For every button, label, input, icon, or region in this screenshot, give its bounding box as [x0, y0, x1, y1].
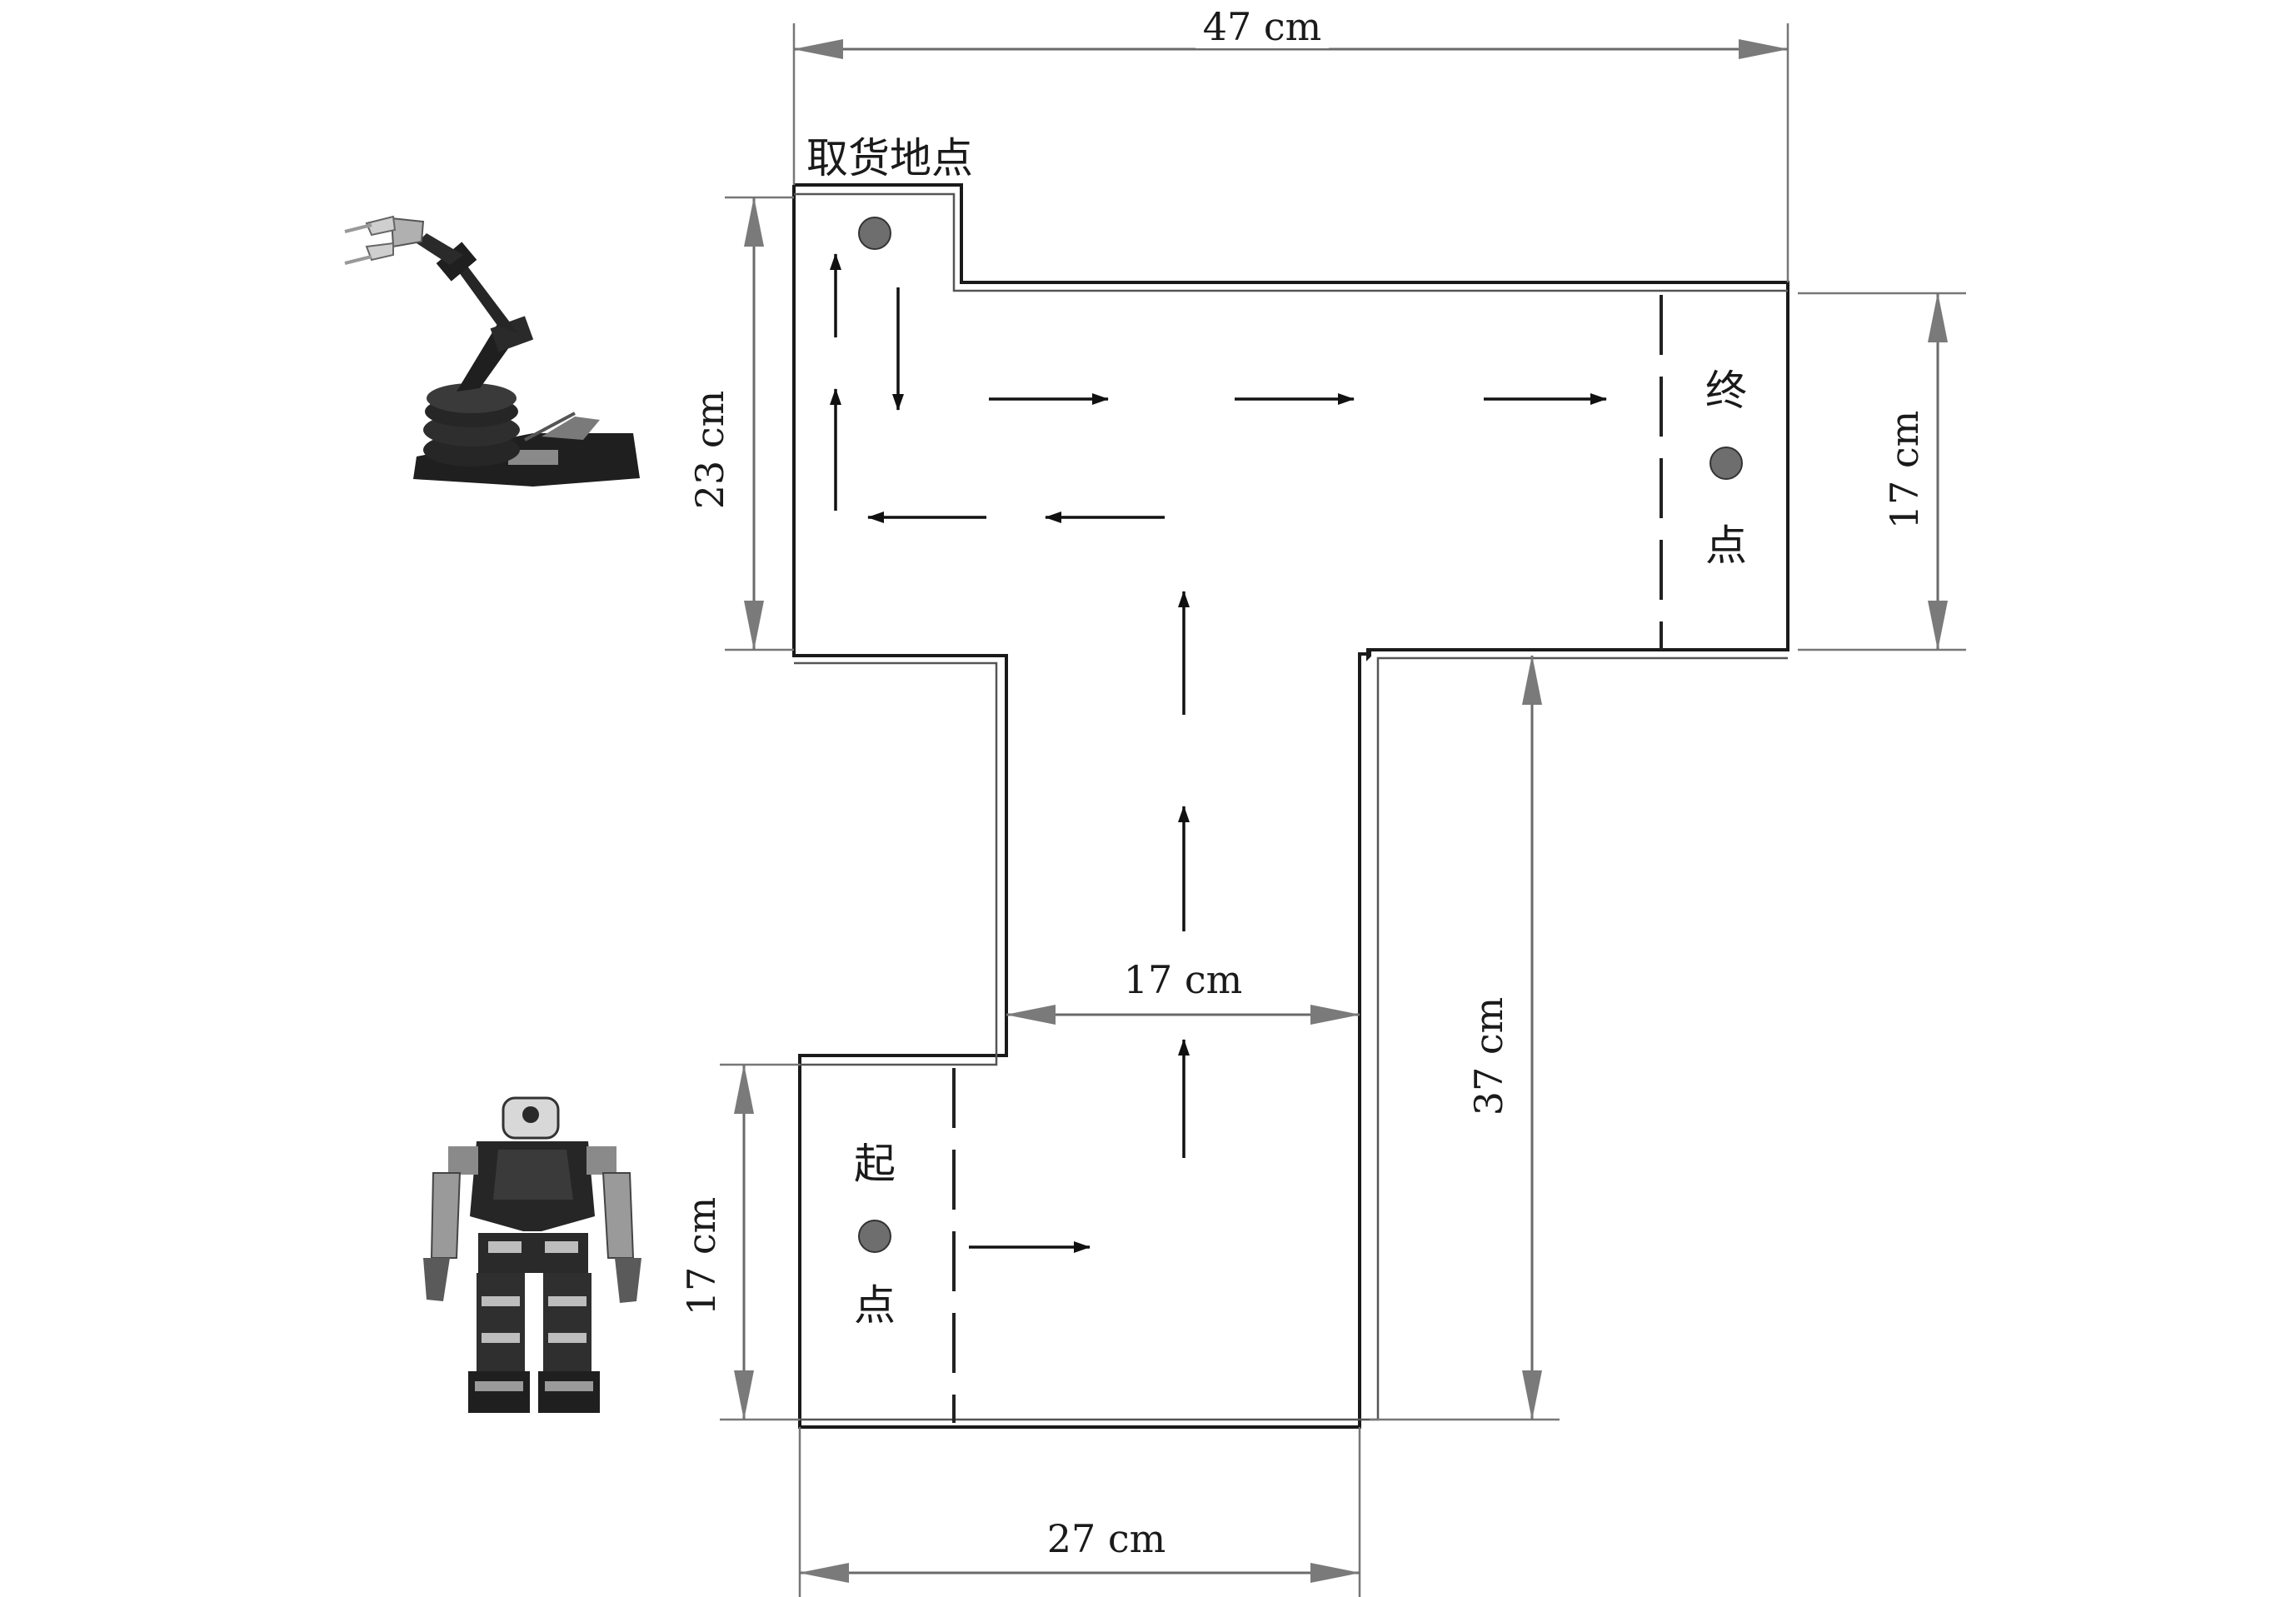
pickup-label: 取货地点	[806, 134, 973, 182]
start-label-top: 起	[854, 1140, 896, 1188]
start-label-bottom: 点	[854, 1281, 896, 1330]
dimension-label-right: 17 cm	[1882, 411, 1927, 530]
pickup-marker	[858, 217, 891, 250]
dimension-label-middle: 17 cm	[1124, 957, 1243, 1002]
dimension-label-left: 23 cm	[687, 391, 732, 510]
end-marker	[1710, 447, 1743, 480]
dimension-label-right-lower: 37 cm	[1466, 997, 1511, 1116]
dimension-label-top: 47 cm	[1203, 4, 1322, 49]
end-label-top: 终	[1705, 367, 1747, 415]
track-inner-wall-3	[800, 656, 1788, 1421]
start-marker	[858, 1220, 891, 1253]
humanoid-robot-icon	[423, 1096, 641, 1413]
track-outer-wall	[792, 183, 1789, 1429]
robot-arm-icon	[344, 215, 640, 487]
track-inner-wall-2	[794, 661, 998, 1066]
dimension-label-bottom: 27 cm	[1047, 1516, 1166, 1561]
track-inner-wall	[794, 192, 1788, 292]
dimension-lines	[720, 23, 1966, 1597]
dimension-label-bottom-left: 17 cm	[679, 1197, 724, 1316]
end-label-bottom: 点	[1705, 522, 1747, 570]
route-arrows	[830, 253, 1607, 1253]
track-walls	[792, 183, 1789, 1429]
